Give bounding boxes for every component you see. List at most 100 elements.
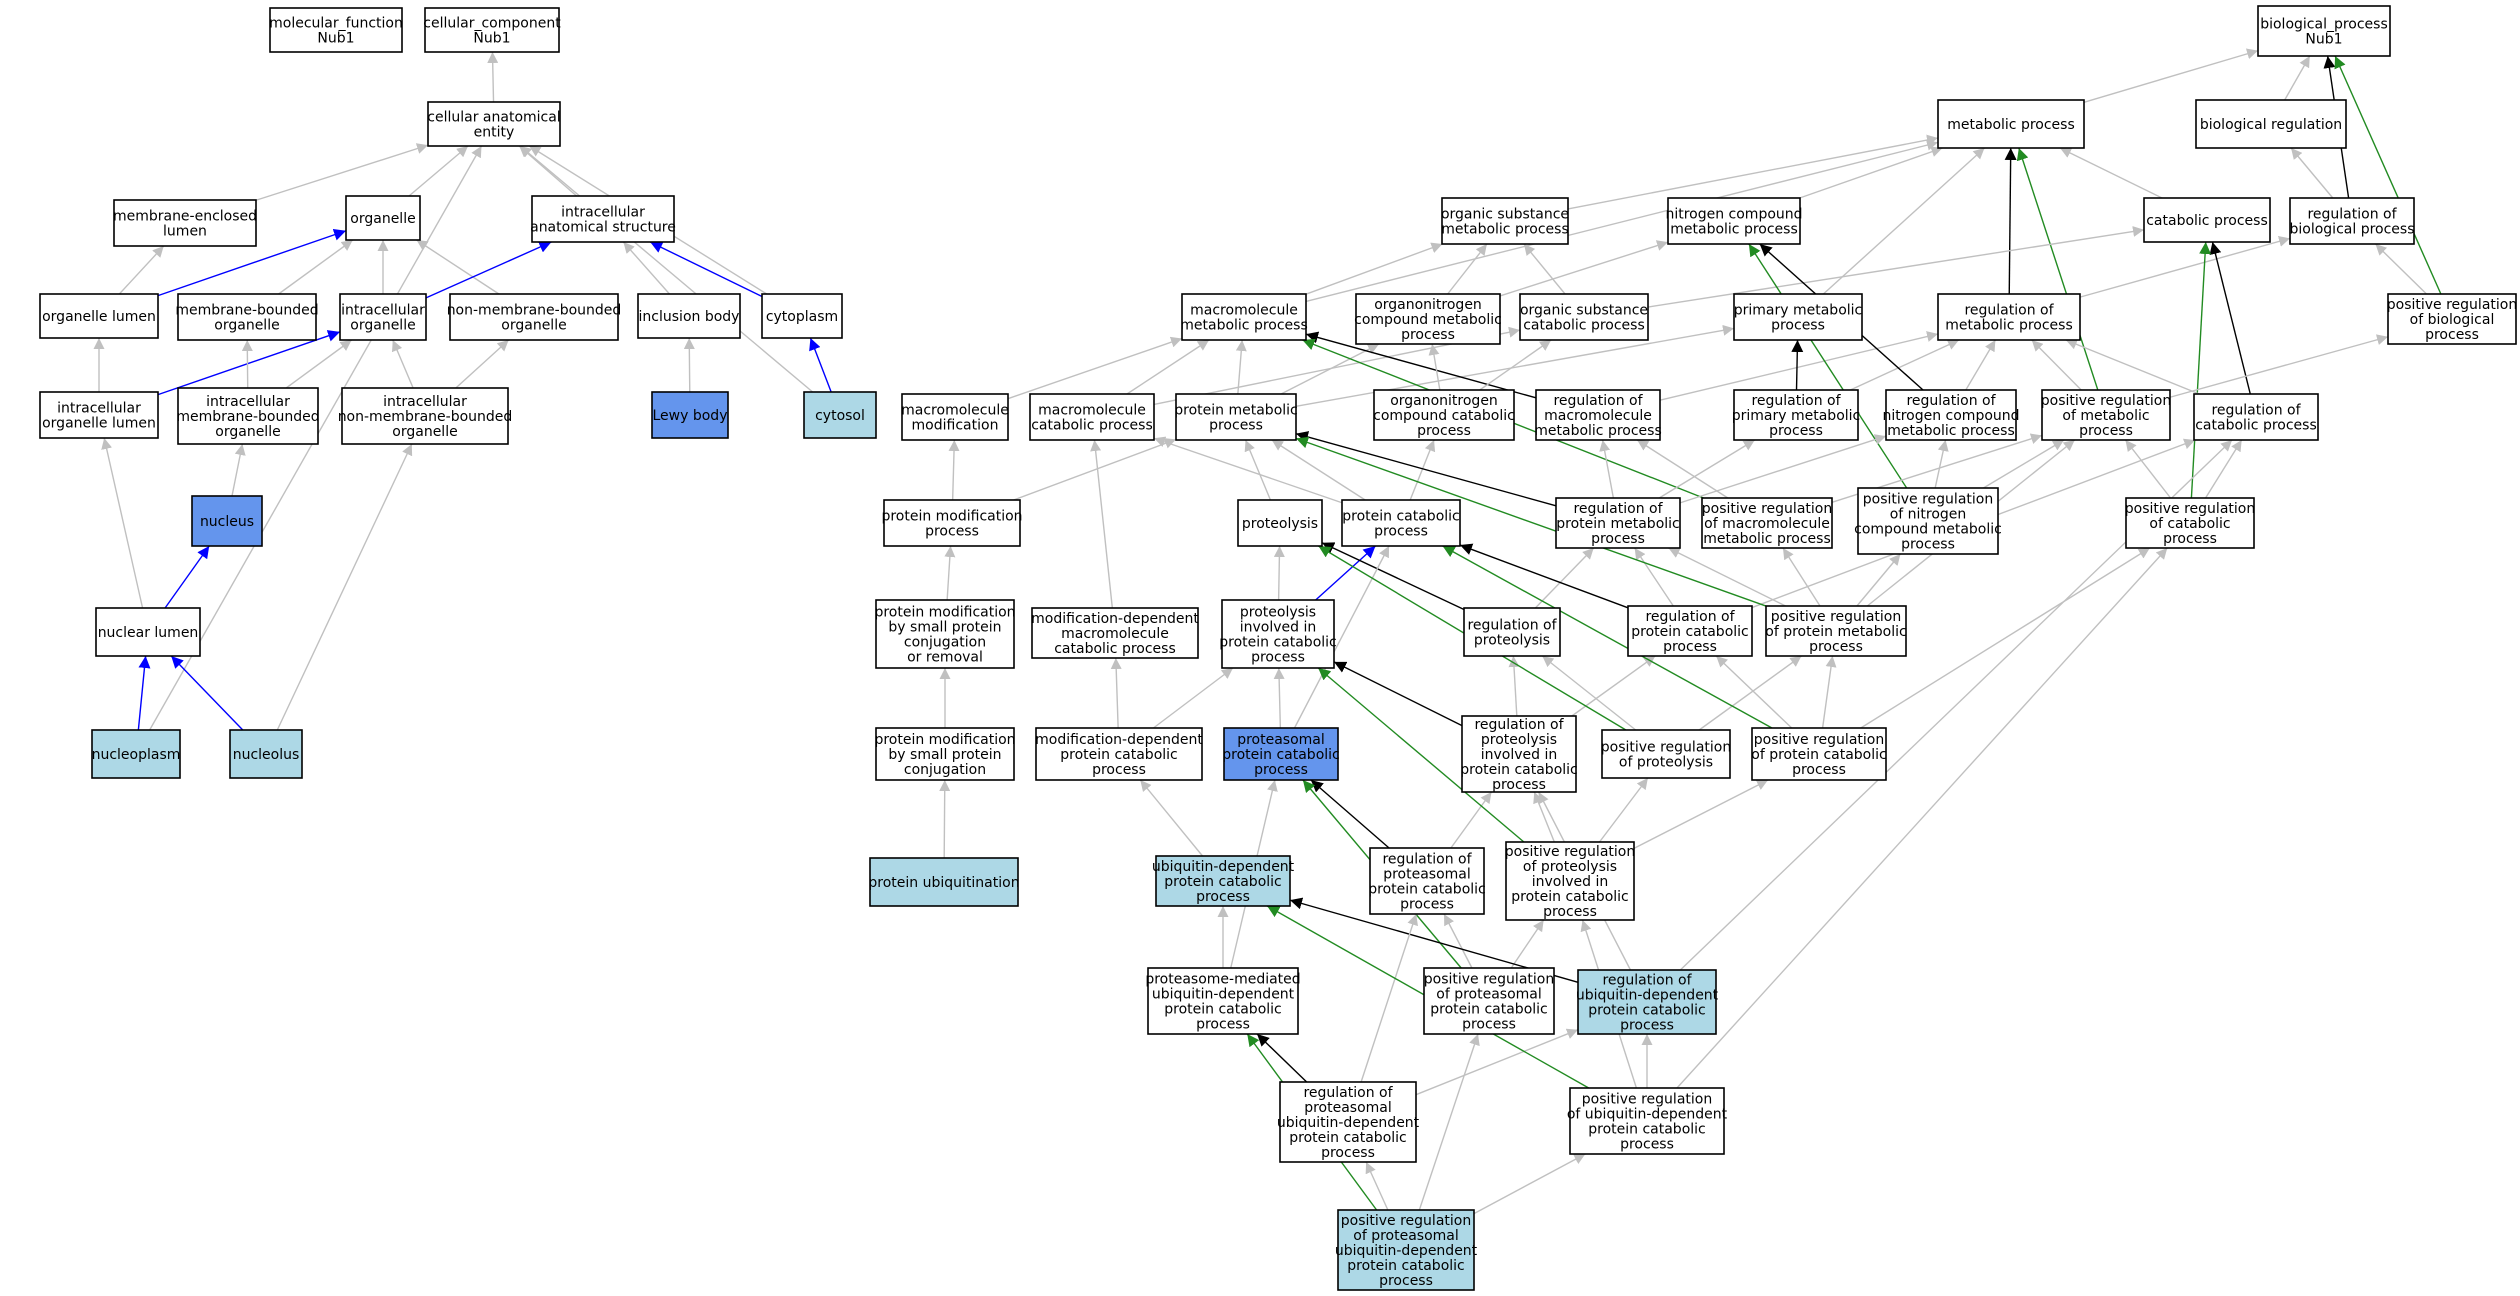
- node-nucleoplasm[interactable]: nucleoplasm: [91, 729, 181, 779]
- node-box[interactable]: [1555, 497, 1681, 549]
- node-box[interactable]: [1751, 727, 1887, 781]
- node-box[interactable]: [1341, 499, 1461, 547]
- node-box[interactable]: [1373, 389, 1515, 441]
- node-box[interactable]: [177, 293, 317, 341]
- node-box[interactable]: [1029, 393, 1155, 441]
- node-box[interactable]: [1155, 855, 1291, 907]
- node-box[interactable]: [2289, 197, 2415, 245]
- node-box[interactable]: [424, 7, 560, 53]
- node-box[interactable]: [1535, 389, 1661, 441]
- node-box[interactable]: [2193, 393, 2319, 441]
- node-box[interactable]: [191, 495, 263, 547]
- node-box[interactable]: [1857, 487, 1999, 555]
- node-box[interactable]: [1223, 727, 1339, 781]
- node-box[interactable]: [1369, 847, 1485, 915]
- node-box[interactable]: [1031, 607, 1199, 659]
- node-protein-ubiquitination[interactable]: protein ubiquitination: [868, 857, 1020, 907]
- node-nucleus[interactable]: nucleus: [191, 495, 263, 547]
- node-box[interactable]: [91, 729, 181, 779]
- node-box[interactable]: [651, 391, 729, 439]
- node-box[interactable]: [2387, 293, 2517, 345]
- node-box[interactable]: [1355, 293, 1501, 345]
- node-box[interactable]: [1569, 1087, 1725, 1155]
- node-proteolysis[interactable]: proteolysis: [1237, 499, 1323, 547]
- node-inclusion-body[interactable]: inclusion body: [637, 293, 741, 339]
- node-box[interactable]: [875, 599, 1015, 669]
- node-box[interactable]: [1505, 841, 1635, 921]
- node-box[interactable]: [1035, 727, 1203, 781]
- node-box[interactable]: [761, 293, 843, 339]
- node-box[interactable]: [1937, 293, 2081, 341]
- node-box[interactable]: [1601, 729, 1731, 779]
- node-box[interactable]: [637, 293, 741, 339]
- node-box[interactable]: [869, 857, 1019, 907]
- node-box[interactable]: [1461, 715, 1577, 793]
- node-box[interactable]: [1237, 499, 1323, 547]
- node-box[interactable]: [1733, 293, 1863, 341]
- node-box[interactable]: [1701, 497, 1833, 549]
- node-box[interactable]: [39, 391, 159, 439]
- node-box[interactable]: [269, 7, 403, 53]
- node-box[interactable]: [1519, 293, 1649, 341]
- node-box[interactable]: [339, 293, 427, 341]
- node-box[interactable]: [95, 607, 201, 657]
- node-box[interactable]: [1423, 967, 1555, 1035]
- node-biological-regulation[interactable]: biological regulation: [2195, 99, 2347, 149]
- node-box[interactable]: [2143, 197, 2271, 243]
- node-box[interactable]: [2257, 5, 2391, 57]
- node-box[interactable]: [1221, 599, 1335, 669]
- node-organelle-lumen[interactable]: organelle lumen: [39, 293, 159, 339]
- node-box[interactable]: [449, 293, 619, 341]
- node-box[interactable]: [1627, 605, 1753, 657]
- node-box[interactable]: [1181, 293, 1307, 341]
- node-box[interactable]: [901, 393, 1009, 441]
- node-box[interactable]: [1279, 1081, 1417, 1163]
- node-cytosol[interactable]: cytosol: [803, 391, 877, 439]
- node-box[interactable]: [1337, 1209, 1475, 1291]
- node-box[interactable]: [2041, 389, 2171, 441]
- node-box[interactable]: [229, 729, 303, 779]
- node-box[interactable]: [1441, 197, 1569, 245]
- node-box[interactable]: [2125, 497, 2255, 549]
